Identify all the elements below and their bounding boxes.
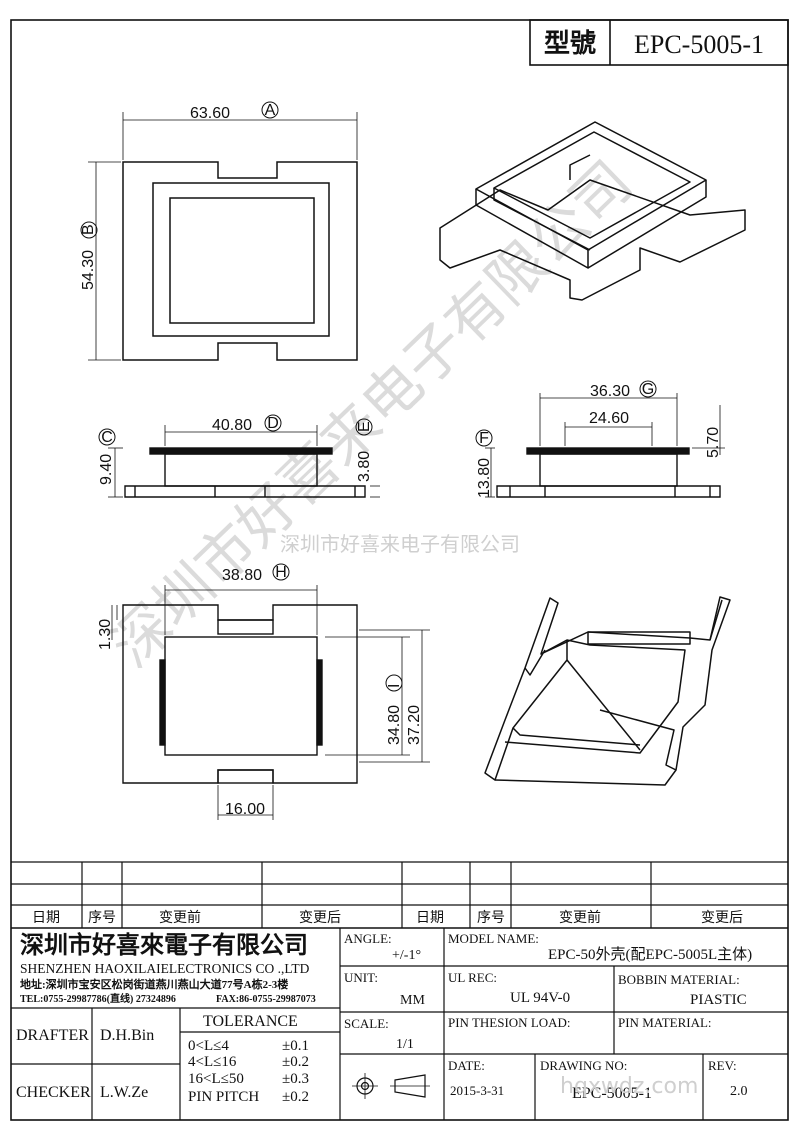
dim-h-value: 38.80 bbox=[222, 567, 262, 584]
dim-h2-value: 1.30 bbox=[97, 619, 114, 650]
rev-col-after-2: 变更后 bbox=[701, 910, 743, 926]
pin-tension-label: PIN THESION LOAD: bbox=[448, 1015, 571, 1030]
model-value: EPC-5005-1 bbox=[634, 30, 764, 59]
projection-symbol-icon bbox=[352, 1073, 430, 1099]
dim-b-letter: B bbox=[80, 224, 97, 235]
bottom-view bbox=[111, 585, 430, 820]
dim-i2-value: 37.20 bbox=[406, 705, 423, 745]
bobbin-value: PIASTIC bbox=[690, 992, 747, 1008]
tolerance-value-4: ±0.2 bbox=[282, 1089, 309, 1105]
date-label: DATE: bbox=[448, 1058, 485, 1073]
sheet-frame bbox=[10, 19, 789, 1121]
dim-e-letter: E bbox=[356, 421, 373, 432]
ul-rec-value: UL 94V-0 bbox=[510, 990, 570, 1006]
company-tel: TEL:0755-29987786(直线) 27324896 bbox=[20, 992, 176, 1005]
rev-col-before-2: 变更前 bbox=[559, 909, 601, 926]
tolerance-value-2: ±0.2 bbox=[282, 1054, 309, 1070]
scale-value: 1/1 bbox=[396, 1037, 414, 1052]
rev-label: REV: bbox=[708, 1058, 737, 1073]
dim-a-value: 63.60 bbox=[190, 105, 230, 122]
rev-col-before: 变更前 bbox=[159, 909, 201, 926]
checker-label: CHECKER bbox=[16, 1084, 91, 1101]
unit-label: UNIT: bbox=[344, 970, 378, 985]
dim-f-value: 13.80 bbox=[476, 458, 493, 498]
revision-table bbox=[11, 861, 788, 929]
watermark-diagonal: 深圳市好喜来电子有限公司 bbox=[97, 148, 645, 680]
tolerance-value-1: ±0.1 bbox=[282, 1038, 309, 1054]
tolerance-range-2: 4<L≤16 bbox=[188, 1054, 237, 1070]
dim-c-value: 9.40 bbox=[98, 454, 115, 485]
side-view-right bbox=[485, 393, 725, 498]
drawing-no-value: EPC-5005-1 bbox=[572, 1085, 652, 1102]
company-name-cn: 深圳市好喜來電子有限公司 bbox=[20, 931, 308, 959]
rev-col-after: 变更后 bbox=[299, 910, 341, 926]
dim-h-letter: H bbox=[275, 564, 287, 581]
unit-value: MM bbox=[400, 993, 425, 1008]
dim-bottom-value: 16.00 bbox=[225, 801, 265, 818]
dim-c-letter: C bbox=[101, 429, 113, 446]
angle-value: +/-1° bbox=[392, 948, 421, 963]
tolerance-range-4: PIN PITCH bbox=[188, 1089, 259, 1105]
title-block-grid bbox=[11, 928, 788, 1120]
watermark-center: 深圳市好喜来电子有限公司 bbox=[280, 532, 520, 556]
tolerance-value-3: ±0.3 bbox=[282, 1071, 309, 1087]
angle-label: ANGLE: bbox=[344, 931, 392, 946]
dim-g-letter: G bbox=[642, 381, 654, 398]
dim-f-letter: F bbox=[479, 430, 489, 447]
watermark-url: hqxwdz.com bbox=[560, 1074, 698, 1099]
dim-g2-value: 24.60 bbox=[589, 410, 629, 427]
side-view-left bbox=[108, 425, 380, 498]
isometric-view-top bbox=[439, 121, 746, 301]
dim-g-value: 36.30 bbox=[590, 383, 630, 400]
isometric-view-bottom bbox=[484, 596, 731, 786]
rev-value: 2.0 bbox=[730, 1084, 748, 1099]
dim-a-letter: A bbox=[265, 102, 276, 119]
drawing-no-label: DRAWING NO: bbox=[540, 1058, 627, 1073]
tolerance-range-3: 16<L≤50 bbox=[188, 1071, 244, 1087]
checker-value: L.W.Ze bbox=[100, 1084, 148, 1101]
rev-col-date-2: 日期 bbox=[416, 910, 444, 926]
dim-d-letter: D bbox=[267, 415, 279, 432]
company-address: 地址:深圳市宝安区松岗街道燕川燕山大道77号A栋2-3楼 bbox=[20, 977, 288, 991]
scale-label: SCALE: bbox=[344, 1016, 389, 1031]
model-name-label: MODEL NAME: bbox=[448, 931, 539, 946]
model-label: 型號 bbox=[544, 29, 596, 58]
drafter-value: D.H.Bin bbox=[100, 1027, 154, 1044]
revision-headers: 日期 序号 变更前 变更后 日期 序号 变更前 变更后 bbox=[32, 909, 743, 926]
model-header: 型號 EPC-5005-1 bbox=[529, 19, 789, 66]
drafter-label: DRAFTER bbox=[16, 1027, 89, 1044]
top-view bbox=[88, 112, 358, 361]
rev-col-no: 序号 bbox=[88, 910, 116, 926]
tolerance-title: TOLERANCE bbox=[203, 1013, 298, 1030]
ul-rec-label: UL REC: bbox=[448, 970, 497, 985]
company-name-en: SHENZHEN HAOXILAIELECTRONICS CO .,LTD bbox=[20, 961, 310, 976]
dim-b-value: 54.30 bbox=[80, 250, 97, 290]
rev-col-no-2: 序号 bbox=[477, 910, 505, 926]
bobbin-label: BOBBIN MATERIAL: bbox=[618, 972, 740, 987]
model-name-value: EPC-50外壳(配EPC-5005L主体) bbox=[548, 946, 752, 963]
date-value: 2015-3-31 bbox=[450, 1083, 504, 1098]
dim-d-value: 40.80 bbox=[212, 417, 252, 434]
dim-i-value: 34.80 bbox=[386, 705, 403, 745]
company-fax: FAX:86-0755-29987073 bbox=[216, 994, 316, 1005]
dim-i-letter: I bbox=[386, 684, 403, 688]
dim-e-value: 3.80 bbox=[356, 451, 373, 482]
dim-g3-value: 5.70 bbox=[705, 427, 722, 458]
pin-material-label: PIN MATERIAL: bbox=[618, 1015, 712, 1030]
tolerance-range-1: 0<L≤4 bbox=[188, 1038, 229, 1054]
rev-col-date: 日期 bbox=[32, 910, 60, 926]
